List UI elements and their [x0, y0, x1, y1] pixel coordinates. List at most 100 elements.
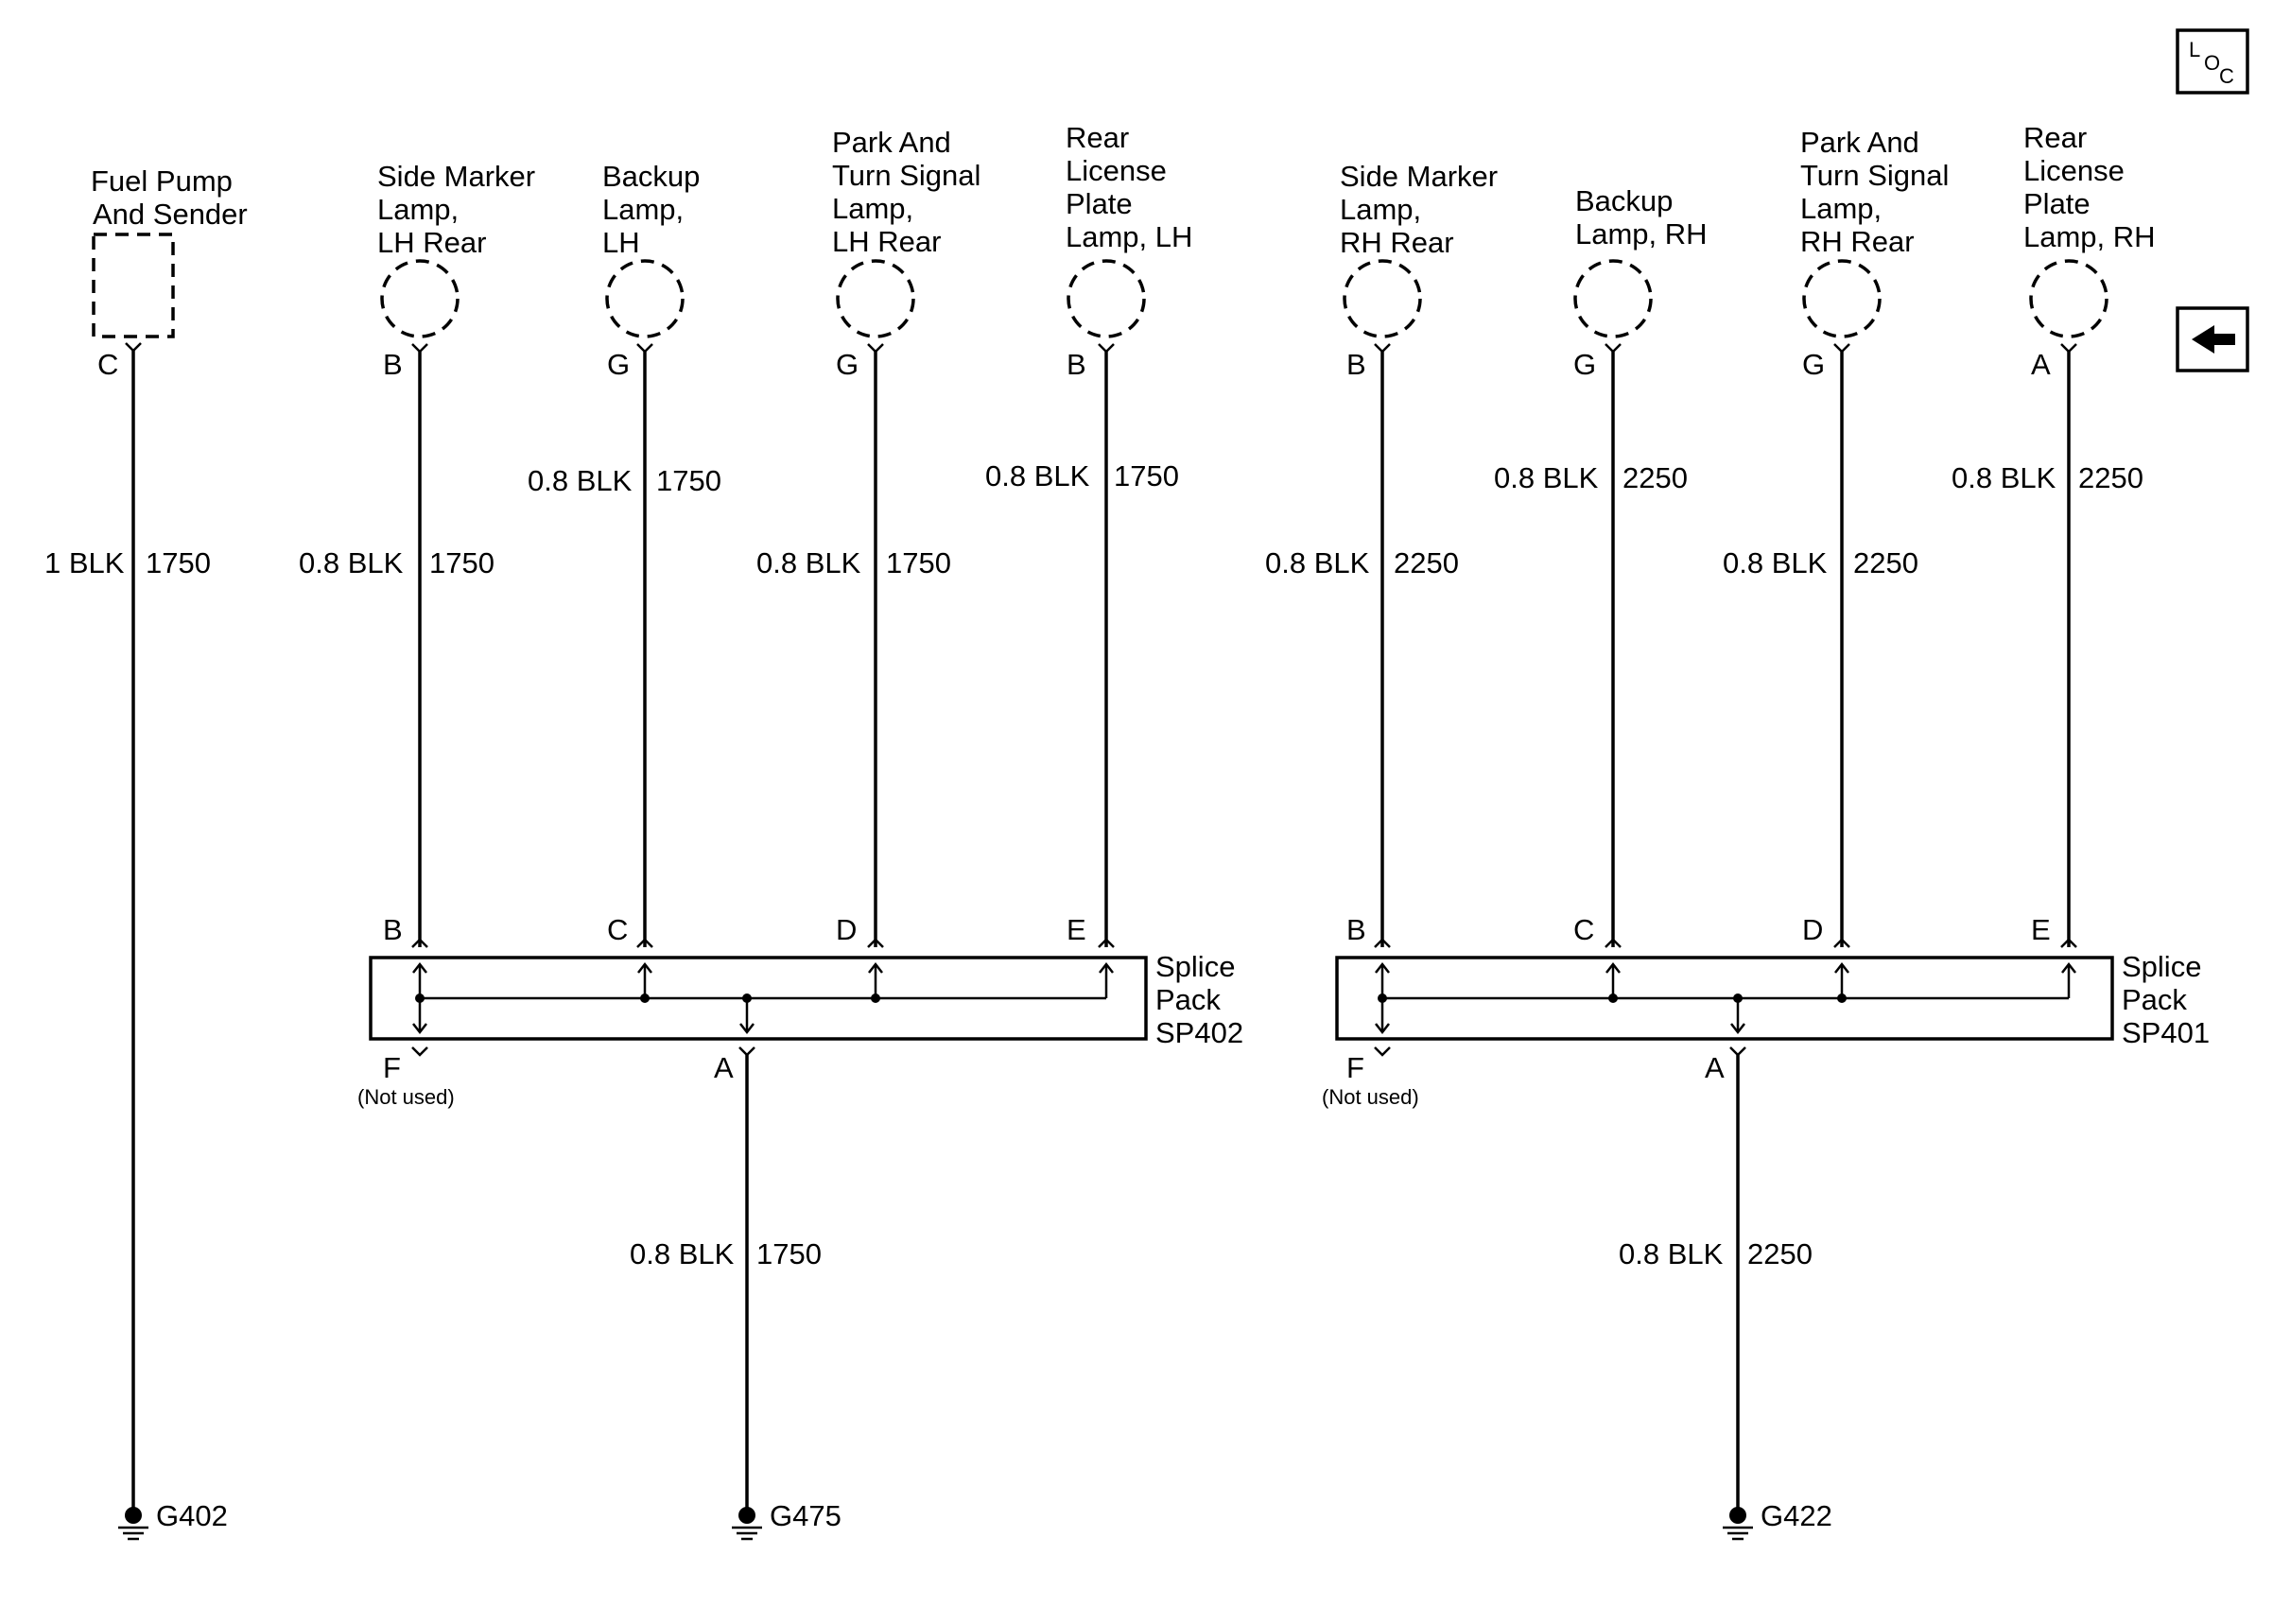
- wire-gauge: 0.8 BLK: [1952, 461, 2056, 494]
- pin-label: A: [2031, 348, 2051, 381]
- pin-label: G: [1802, 348, 1825, 381]
- component-label: LH Rear: [377, 226, 486, 259]
- component-label: Plate: [2023, 187, 2091, 220]
- component-label: Lamp,: [1800, 192, 1882, 225]
- component-backup-rh: Backup Lamp, RH G 0.8 BLK 2250: [1494, 184, 1708, 947]
- wire-gauge: 0.8 BLK: [1723, 546, 1828, 579]
- lamp-symbol: [2029, 259, 2108, 338]
- component-label: Turn Signal: [832, 159, 980, 192]
- pin-label: B: [1346, 348, 1366, 381]
- splice-pack-box: [369, 956, 1148, 1041]
- lamp-symbol: [380, 259, 460, 338]
- loc-label-mid: O: [2204, 51, 2220, 75]
- ground-g475: G475: [732, 1499, 842, 1541]
- connector-tip-icon: [636, 343, 653, 354]
- wire-circuit: 2250: [1622, 461, 1688, 494]
- component-label: And Sender: [93, 198, 248, 231]
- connector-tip-icon: [867, 343, 884, 354]
- left-arrow-icon: [2192, 325, 2235, 354]
- loc-label-bottom: C: [2219, 64, 2234, 88]
- wire-gauge: 1 BLK: [44, 546, 125, 579]
- component-side-marker-rh: Side Marker Lamp, RH Rear B 0.8 BLK 2250: [1265, 160, 1498, 947]
- splice-pin-label: A: [1705, 1051, 1725, 1084]
- component-label: Turn Signal: [1800, 159, 1949, 192]
- lamp-symbol: [1802, 259, 1882, 338]
- component-label: License: [2023, 154, 2125, 187]
- component-label: Park And: [832, 126, 951, 159]
- component-label: Side Marker: [377, 160, 535, 193]
- connector-tip-icon: [125, 342, 142, 353]
- ground-label: G402: [156, 1499, 228, 1532]
- wire-gauge: 0.8 BLK: [756, 546, 861, 579]
- splice-pin-label: E: [2031, 913, 2051, 946]
- loc-label-top: L: [2189, 38, 2200, 61]
- splice-pin-label: F: [1346, 1051, 1364, 1084]
- pin-label: G: [836, 348, 859, 381]
- ground-label: G475: [770, 1499, 842, 1532]
- splice-pack-box: [1335, 956, 2114, 1041]
- connector-tip-icon: [1374, 343, 1391, 354]
- component-label: Side Marker: [1340, 160, 1498, 193]
- splice-pin-label: B: [383, 913, 403, 946]
- pin-label: G: [607, 348, 630, 381]
- splice-pin-label: D: [836, 913, 857, 946]
- component-label: Lamp, RH: [2023, 220, 2156, 253]
- splice-pack-label: SP402: [1155, 1016, 1243, 1049]
- wire-gauge: 0.8 BLK: [1265, 546, 1370, 579]
- not-used-note: (Not used): [357, 1085, 455, 1109]
- component-label: Fuel Pump: [91, 164, 233, 198]
- splice-pin-label: A: [714, 1051, 734, 1084]
- wire-circuit: 2250: [1853, 546, 1918, 579]
- wire-circuit: 1750: [756, 1237, 822, 1270]
- wire-circuit: 1750: [656, 464, 721, 497]
- connector-tip-icon: [1605, 343, 1622, 354]
- pin-label: C: [97, 348, 118, 381]
- component-label: RH Rear: [1340, 226, 1454, 259]
- component-label: Lamp, RH: [1575, 217, 1708, 251]
- component-backup-lh: Backup Lamp, LH G 0.8 BLK 1750: [528, 160, 721, 947]
- wire-gauge: 0.8 BLK: [985, 459, 1090, 492]
- component-license-rh: Rear License Plate Lamp, RH A 0.8 BLK 22…: [1952, 121, 2156, 947]
- component-license-lh: Rear License Plate Lamp, LH B 0.8 BLK 17…: [985, 121, 1192, 947]
- splice-pin-label: C: [607, 913, 628, 946]
- component-label: Lamp,: [1340, 193, 1421, 226]
- lamp-symbol: [836, 259, 915, 338]
- component-park-turn-lh: Park And Turn Signal Lamp, LH Rear G 0.8…: [756, 126, 980, 947]
- component-park-turn-rh: Park And Turn Signal Lamp, RH Rear G 0.8…: [1723, 126, 1949, 947]
- component-label: RH Rear: [1800, 225, 1915, 258]
- splice-pack-label: SP401: [2122, 1016, 2210, 1049]
- wire-gauge: 0.8 BLK: [299, 546, 404, 579]
- connector-tip-icon: [411, 343, 428, 354]
- wire-circuit: 2250: [1747, 1237, 1813, 1270]
- lamp-symbol: [1067, 259, 1146, 338]
- back-button[interactable]: [2176, 306, 2249, 372]
- component-label: Lamp,: [377, 193, 459, 226]
- component-label: Lamp,: [832, 192, 913, 225]
- component-fuel-pump: Fuel Pump And Sender C 1 BLK 1750: [44, 164, 248, 1509]
- loc-button[interactable]: L O C: [2176, 28, 2249, 95]
- splice-pin-label: D: [1802, 913, 1823, 946]
- lamp-symbol: [605, 259, 685, 338]
- component-label: Plate: [1066, 187, 1133, 220]
- wire-circuit: 1750: [1114, 459, 1179, 492]
- splice-pin-label: F: [383, 1051, 401, 1084]
- ground-label: G422: [1761, 1499, 1832, 1532]
- ground-g422: G422: [1723, 1499, 1832, 1541]
- component-label: Rear: [1066, 121, 1129, 154]
- wire-circuit: 1750: [886, 546, 951, 579]
- fuel-pump-symbol: [92, 233, 175, 338]
- not-used-note: (Not used): [1322, 1085, 1419, 1109]
- splice-pack-sp401: B C D E Splice Pack SP401 F (Not used) A: [1322, 913, 2210, 1509]
- connector-tip-icon: [2060, 343, 2077, 354]
- component-label: Rear: [2023, 121, 2087, 154]
- wire-circuit: 2250: [2078, 461, 2143, 494]
- wire-circuit: 1750: [146, 546, 211, 579]
- component-label: Park And: [1800, 126, 1919, 159]
- component-label: LH: [602, 226, 640, 259]
- component-label: LH Rear: [832, 225, 941, 258]
- component-label: Lamp, LH: [1066, 220, 1192, 253]
- wire-gauge: 0.8 BLK: [1494, 461, 1599, 494]
- splice-pin-label: C: [1573, 913, 1594, 946]
